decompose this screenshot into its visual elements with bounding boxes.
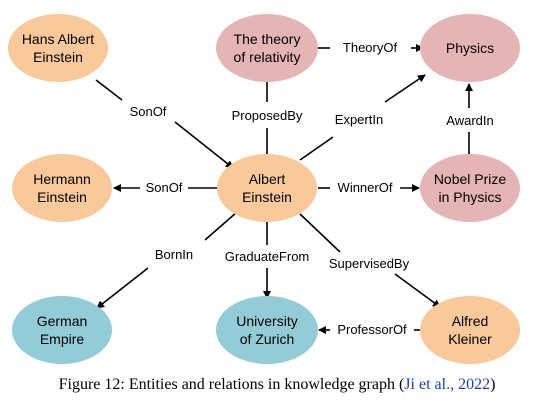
edge-line-expert-in-1 — [299, 136, 334, 161]
svg-text:Einstein: Einstein — [33, 49, 83, 65]
edge-label-son-of-hans: SonOf — [130, 104, 167, 119]
edge-label-supervised-by: SupervisedBy — [329, 256, 410, 271]
svg-text:The theory: The theory — [234, 31, 301, 47]
svg-text:Nobel Prize: Nobel Prize — [434, 171, 507, 187]
edge-line-supervised-by-1 — [299, 213, 341, 253]
edge-line-son-of-hans-1 — [95, 79, 123, 101]
edge-line-expert-in-2 — [384, 74, 426, 103]
svg-text:Einstein: Einstein — [37, 189, 87, 205]
edge-label-expert-in: ExpertIn — [335, 112, 383, 127]
node-hermann-einstein: Hermann Einstein — [12, 154, 112, 222]
edge-line-supervised-by-2 — [394, 273, 441, 308]
node-physics: Physics — [420, 14, 520, 82]
node-german-empire: German Empire — [12, 296, 112, 364]
edge-label-graduate-from: GraduateFrom — [225, 249, 310, 264]
svg-text:of Zurich: of Zurich — [240, 331, 294, 347]
svg-text:Kleiner: Kleiner — [448, 331, 492, 347]
node-nobel-prize-in-physics: Nobel Prize in Physics — [420, 154, 520, 222]
caption-end: ) — [490, 376, 496, 393]
edge-line-born-in-2 — [96, 267, 149, 309]
svg-text:Alfred: Alfred — [452, 313, 489, 329]
caption-text: Figure 12: Entities and relations in kno… — [58, 376, 405, 393]
edge-line-born-in-1 — [204, 211, 238, 241]
edge-line-son-of-hans-2 — [174, 121, 234, 169]
citation-link[interactable]: Ji et al., 2022 — [404, 376, 491, 393]
node-theory-of-relativity: The theory of relativity — [216, 14, 318, 82]
edge-label-professor-of: ProfessorOf — [337, 322, 407, 337]
svg-text:in Physics: in Physics — [438, 189, 501, 205]
svg-text:Empire: Empire — [40, 331, 85, 347]
svg-text:Albert: Albert — [249, 171, 286, 187]
node-hans-albert-einstein: Hans Albert Einstein — [8, 14, 108, 82]
svg-text:of relativity: of relativity — [234, 49, 301, 65]
svg-text:German: German — [37, 313, 88, 329]
edge-label-theory-of: TheoryOf — [343, 40, 398, 55]
node-alfred-kleiner: Alfred Kleiner — [420, 296, 520, 364]
node-university-of-zurich: University of Zurich — [216, 296, 318, 364]
svg-text:Hermann: Hermann — [33, 171, 91, 187]
edge-label-proposed-by: ProposedBy — [232, 108, 303, 123]
edge-label-born-in: BornIn — [155, 247, 193, 262]
svg-text:Hans Albert: Hans Albert — [22, 31, 94, 47]
edge-label-winner-of: WinnerOf — [338, 180, 393, 195]
node-albert-einstein: Albert Einstein — [217, 154, 317, 222]
edge-label-son-of-hermann: SonOf — [146, 180, 183, 195]
edge-label-award-in: AwardIn — [446, 113, 493, 128]
svg-text:University: University — [236, 313, 297, 329]
svg-text:Physics: Physics — [446, 40, 494, 56]
figure-caption: Figure 12: Entities and relations in kno… — [0, 376, 554, 394]
svg-text:Einstein: Einstein — [242, 189, 292, 205]
